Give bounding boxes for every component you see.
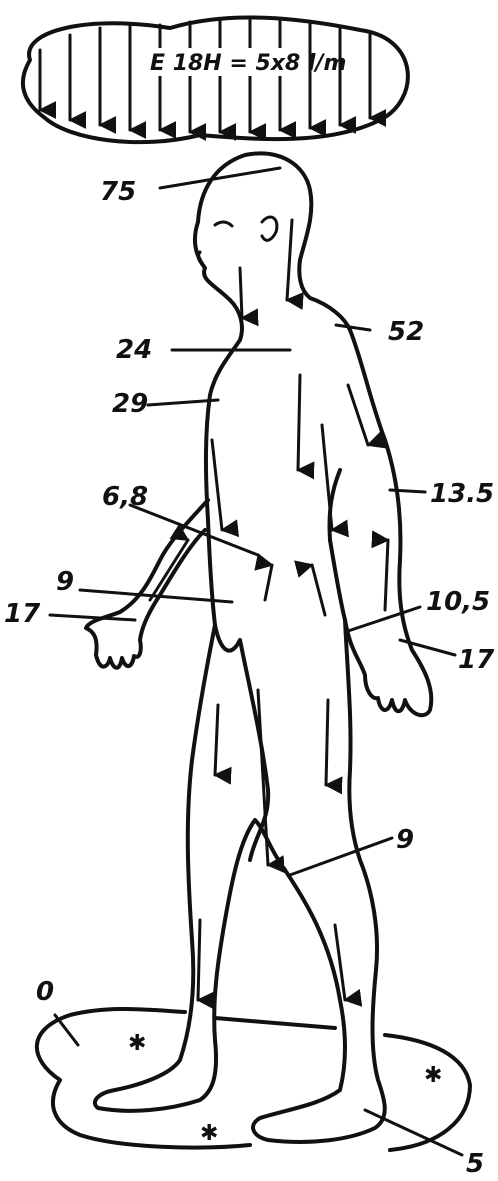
svg-text:✱: ✱ [200,1121,218,1146]
label-right-hand: 17 [458,645,495,675]
label-head: 75 [100,177,136,207]
field-strength-label: E 18H = 5x8 l/m [150,51,346,76]
label-right-hip: 10,5 [426,587,490,617]
svg-text:✱: ✱ [128,1031,146,1056]
label-left-hand: 17 [4,599,41,629]
ground-marks: ✱ ✱ ✱ [128,1031,442,1146]
label-torso: 29 [112,389,148,419]
human-figure [86,153,431,1142]
label-right-arm: 13.5 [430,479,494,509]
label-chest: 24 [116,335,152,365]
label-ground: 0 [36,977,54,1007]
label-knee: 9 [396,825,414,855]
label-shoulder: 52 [388,317,424,347]
charged-cloud: E 18H = 5x8 l/m [23,17,408,142]
label-hip: 9 [56,567,74,597]
label-foot: 5 [466,1149,484,1179]
label-abdomen: 6,8 [102,482,148,512]
svg-text:✱: ✱ [424,1063,442,1088]
